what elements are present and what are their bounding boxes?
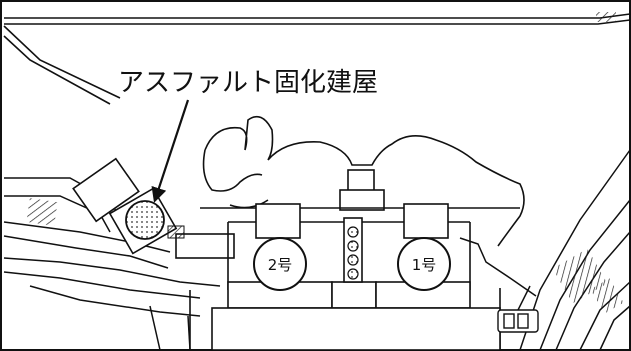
callout-label: アスファルト固化建屋 xyxy=(118,68,378,98)
building-left xyxy=(72,157,140,223)
top-fence xyxy=(596,12,616,22)
central-column xyxy=(343,217,363,283)
unit-2-reactor xyxy=(253,237,307,291)
left-hatch xyxy=(26,198,58,226)
annex-2 xyxy=(167,225,185,239)
pier xyxy=(339,169,385,211)
unit-1-reactor xyxy=(397,237,451,291)
right-hatch-2 xyxy=(590,278,624,314)
asphalt-building xyxy=(108,187,178,255)
unit-2-label: 2号 xyxy=(268,256,293,274)
annex-1 xyxy=(175,233,235,259)
callout-arrow xyxy=(151,99,190,203)
bottom-right xyxy=(579,281,631,351)
unit-1-label: 1号 xyxy=(412,256,437,274)
left-roads xyxy=(3,177,221,351)
vehicle xyxy=(497,309,539,333)
